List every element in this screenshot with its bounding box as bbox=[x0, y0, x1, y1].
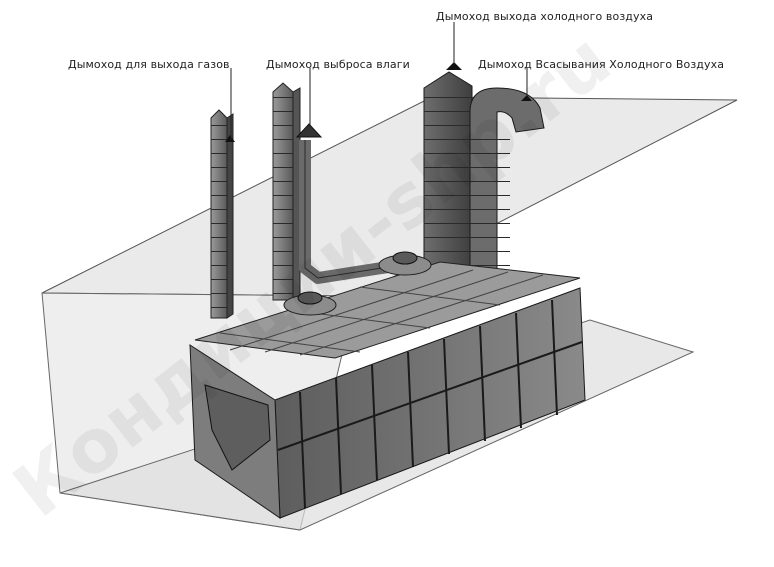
label-gas-outlet: Дымоход для выхода газов bbox=[68, 58, 230, 71]
top-fan-right bbox=[378, 251, 432, 276]
discharge-hopper bbox=[204, 384, 271, 471]
top-fan-left bbox=[283, 291, 337, 316]
label-cold-air-outlet: Дымоход выхода холодного воздуха bbox=[436, 10, 654, 23]
front-panel-ribs bbox=[277, 299, 583, 509]
cold-air-outlet-chimney bbox=[423, 62, 473, 293]
deck-grid bbox=[219, 269, 544, 356]
dryer-top-deck bbox=[194, 261, 581, 359]
moisture-exhaust-pipe bbox=[295, 123, 421, 284]
label-cold-air-intake: Дымоход Всасывания Холодного Воздуха bbox=[478, 58, 725, 71]
moisture-stack-1 bbox=[272, 82, 301, 301]
label-moisture-exhaust: Дымоход выброса влаги bbox=[266, 58, 410, 71]
